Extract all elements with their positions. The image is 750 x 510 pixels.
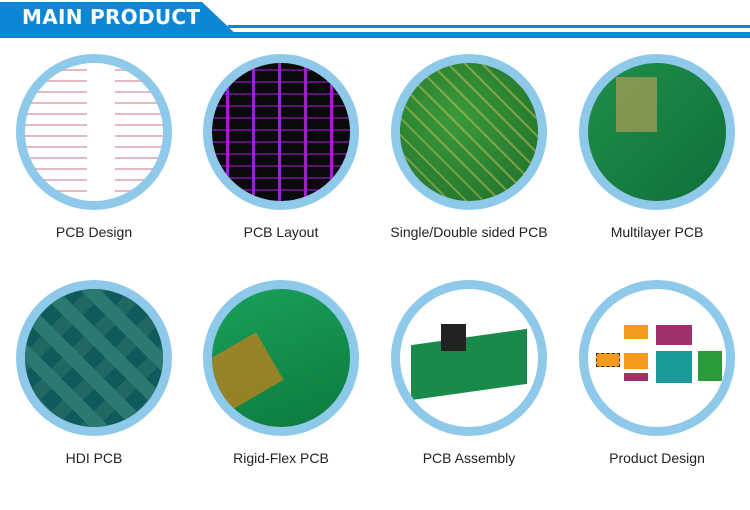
diagram-block-sensor — [624, 325, 648, 339]
product-label[interactable]: Single/Double sided PCB — [390, 224, 548, 240]
product-label[interactable]: Multilayer PCB — [610, 224, 704, 240]
pcb-assembly-image[interactable] — [391, 280, 547, 436]
diagram-block-audio — [624, 373, 648, 381]
product-card-hdi-pcb[interactable]: HDI PCB — [0, 280, 188, 466]
product-card-pcb-assembly[interactable]: PCB Assembly — [375, 280, 563, 466]
product-label[interactable]: PCB Assembly — [422, 450, 516, 466]
product-label[interactable]: PCB Layout — [243, 224, 319, 240]
product-label[interactable]: Rigid-Flex PCB — [233, 450, 329, 466]
product-card-single-double-pcb[interactable]: Single/Double sided PCB — [375, 54, 563, 240]
diagram-block-memory — [656, 325, 692, 345]
hdi-pcb-image[interactable] — [16, 280, 172, 436]
diagram-block-soc — [656, 351, 692, 383]
product-label[interactable]: HDI PCB — [65, 450, 123, 466]
multilayer-pcb-image[interactable] — [579, 54, 735, 210]
product-card-product-design[interactable]: Product Design — [563, 280, 750, 466]
product-card-rigid-flex-pcb[interactable]: Rigid-Flex PCB — [187, 280, 375, 466]
product-design-image[interactable] — [579, 280, 735, 436]
product-card-pcb-layout[interactable]: PCB Layout — [187, 54, 375, 240]
single-double-pcb-image[interactable] — [391, 54, 547, 210]
section-title: MAIN PRODUCT — [22, 5, 201, 29]
pcb-design-image[interactable] — [16, 54, 172, 210]
product-card-pcb-design[interactable]: PCB Design — [0, 54, 188, 240]
rigid-flex-pcb-image[interactable] — [203, 280, 359, 436]
product-label[interactable]: PCB Design — [55, 224, 133, 240]
section-header: MAIN PRODUCT — [0, 0, 750, 42]
product-label[interactable]: Product Design — [609, 450, 705, 466]
diagram-block-fpga — [624, 353, 648, 369]
pcb-layout-image[interactable] — [203, 54, 359, 210]
diagram-block-lan — [698, 351, 722, 381]
product-card-multilayer-pcb[interactable]: Multilayer PCB — [563, 54, 750, 240]
header-divider-bar — [0, 32, 750, 38]
header-divider-line — [228, 25, 750, 28]
diagram-block-video — [596, 353, 620, 367]
